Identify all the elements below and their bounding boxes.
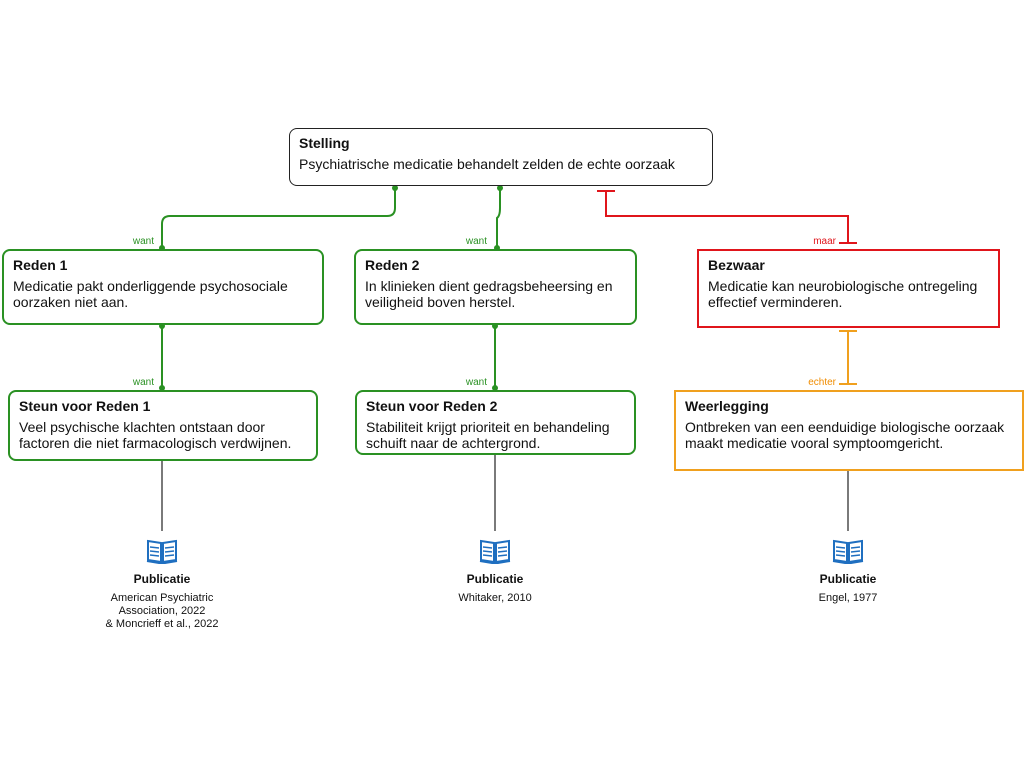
- edge-label-reason1-support1: want: [132, 377, 154, 388]
- claim-node[interactable]: Stelling Psychiatrische medicatie behand…: [289, 128, 713, 186]
- support2-text: Stabiliteit krijgt prioriteit en behande…: [366, 419, 610, 451]
- edge-label-objection-rebuttal: echter: [808, 377, 836, 388]
- support1-node[interactable]: Steun voor Reden 1 Veel psychische klach…: [8, 390, 318, 461]
- edge-claim-objection: [605, 191, 849, 243]
- support1-text: Veel psychische klachten ontstaan door f…: [19, 419, 292, 451]
- edge-dot: [492, 385, 498, 391]
- edge-claim-reason2: [496, 187, 501, 249]
- publication-1-title: Publicatie: [133, 572, 191, 586]
- publication-2[interactable]: Publicatie Whitaker, 2010: [405, 538, 585, 605]
- publication-3-title: Publicatie: [819, 572, 877, 586]
- reason2-text: In klinieken dient gedragsbeheersing en …: [365, 278, 613, 310]
- book-icon: [146, 539, 178, 564]
- publication-1-reference: American Psychiatric Association, 2022 &…: [105, 592, 219, 630]
- rebuttal-title: Weerlegging: [685, 398, 769, 414]
- book-icon: [479, 539, 511, 564]
- reason1-node[interactable]: Reden 1 Medicatie pakt onderliggende psy…: [2, 249, 324, 325]
- reason2-node[interactable]: Reden 2 In klinieken dient gedragsbeheer…: [354, 249, 637, 325]
- support1-title: Steun voor Reden 1: [19, 398, 151, 414]
- publication-3-reference: Engel, 1977: [818, 592, 878, 604]
- publication-2-title: Publicatie: [466, 572, 524, 586]
- edge-dot: [497, 185, 503, 191]
- publication-3[interactable]: Publicatie Engel, 1977: [758, 538, 938, 605]
- reason1-text: Medicatie pakt onderliggende psychosocia…: [13, 278, 288, 310]
- edge-dot: [159, 385, 165, 391]
- objection-text: Medicatie kan neurobiologische ontregeli…: [708, 278, 978, 310]
- edge-label-claim-reason2: want: [465, 236, 487, 247]
- claim-title: Stelling: [299, 135, 350, 151]
- edge-label-claim-reason1: want: [132, 236, 154, 247]
- edge-dot: [392, 185, 398, 191]
- support2-title: Steun voor Reden 2: [366, 398, 498, 414]
- objection-title: Bezwaar: [708, 257, 765, 273]
- reason1-title: Reden 1: [13, 257, 68, 273]
- publication-1[interactable]: Publicatie American Psychiatric Associat…: [72, 538, 252, 631]
- objection-node[interactable]: Bezwaar Medicatie kan neurobiologische o…: [697, 249, 1000, 328]
- reason2-title: Reden 2: [365, 257, 420, 273]
- claim-text: Psychiatrische medicatie behandelt zelde…: [299, 156, 675, 172]
- support2-node[interactable]: Steun voor Reden 2 Stabiliteit krijgt pr…: [355, 390, 636, 455]
- rebuttal-text: Ontbreken van een eenduidige biologische…: [685, 419, 1005, 451]
- edge-claim-reason1: [161, 187, 396, 249]
- edge-label-claim-objection: maar: [813, 236, 836, 247]
- book-icon: [832, 539, 864, 564]
- publication-2-reference: Whitaker, 2010: [458, 592, 532, 604]
- edge-label-reason2-support2: want: [465, 377, 487, 388]
- rebuttal-node[interactable]: Weerlegging Ontbreken van een eenduidige…: [674, 390, 1024, 471]
